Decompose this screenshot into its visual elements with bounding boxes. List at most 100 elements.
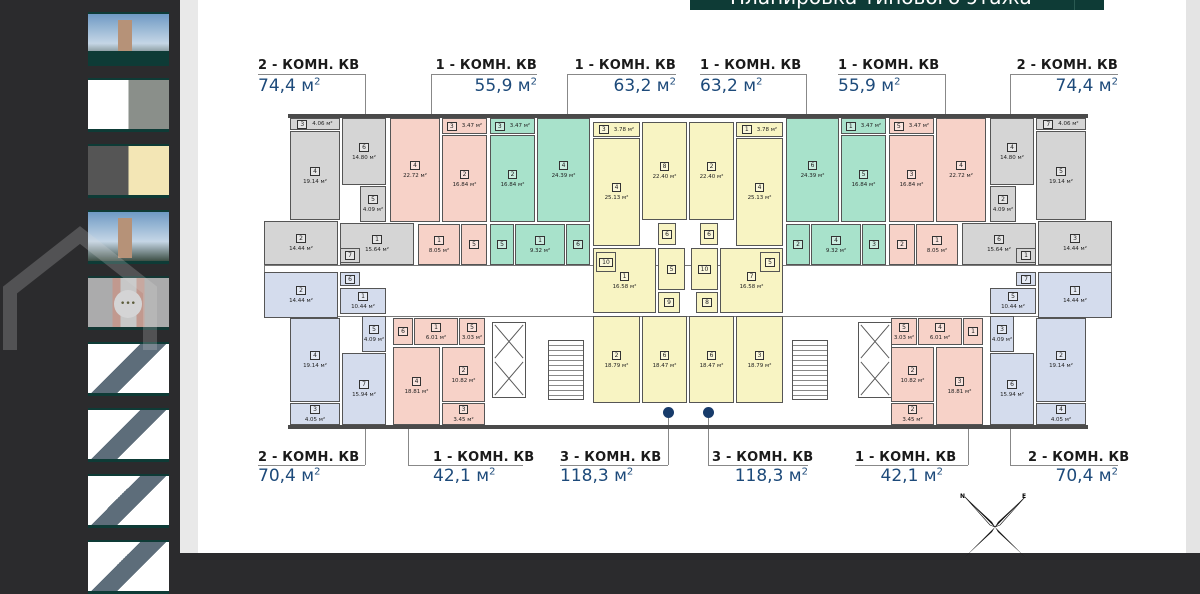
room-number: 5: [467, 322, 477, 332]
page-thumbnail[interactable]: [88, 210, 169, 264]
leader-line: [431, 74, 537, 75]
apartment-area-label: 118,3 м2: [560, 466, 633, 486]
corridor: [264, 265, 1112, 317]
room-number: 4: [831, 235, 841, 245]
apartment-area-label: 74,4 м2: [1010, 76, 1118, 96]
room-number: 7: [359, 380, 369, 389]
room-area: 3.47 м²: [509, 123, 531, 129]
staircase: [548, 340, 584, 400]
area-value: 63,2 м: [613, 76, 670, 96]
room: 7: [340, 248, 360, 263]
area-value: 74,4 м: [1055, 76, 1112, 96]
page-thumbnail[interactable]: [88, 144, 169, 198]
room: 1: [1016, 248, 1036, 263]
page-title-bar: Планировка типового этажа: [690, 0, 1104, 10]
page-thumbnail[interactable]: [88, 12, 169, 66]
room-number: 5: [893, 121, 904, 131]
room-number: 6: [706, 350, 717, 360]
room-area: 19.14 м²: [303, 178, 327, 185]
apartment-type-label: 1 - КОМН. КВ: [433, 450, 535, 465]
area-unit-sup: 2: [756, 76, 763, 88]
room-number: 8: [702, 298, 712, 307]
room-number: 2: [296, 286, 306, 295]
apartment-type-label: 2 - КОМН. КВ: [258, 58, 360, 73]
room-number: 7: [1021, 274, 1031, 284]
room-number: 7: [1043, 119, 1054, 129]
room-area: 4.06 м²: [1058, 121, 1079, 127]
room-number: 3: [1070, 234, 1080, 243]
page-thumbnail[interactable]: [88, 540, 169, 594]
room-number: 4: [558, 161, 569, 170]
room-number: 5: [666, 264, 677, 274]
room-number: 5: [368, 195, 378, 204]
leader-line: [1010, 418, 1011, 465]
room-number: 6: [398, 327, 408, 336]
room-number: 2: [458, 365, 469, 375]
leader-line: [365, 418, 366, 465]
room-number: 3: [494, 121, 505, 131]
room-area: 15.94 м²: [352, 392, 376, 398]
room-area: 18.47 м²: [652, 362, 677, 369]
apartment-marker-dot: [663, 407, 674, 418]
page-thumbnail[interactable]: [88, 78, 169, 132]
page-thumbnail[interactable]: [88, 474, 169, 528]
room-area: 10.44 м²: [351, 304, 375, 310]
room-number: 1: [619, 271, 630, 281]
room-area: 14.80 м²: [1000, 154, 1024, 161]
leader-line: [258, 74, 365, 75]
room-number: 3: [297, 119, 308, 129]
room-area: 18.47 м²: [699, 362, 724, 369]
room-area: 18.81 м²: [404, 389, 429, 395]
page-title: Планировка типового этажа: [730, 0, 1032, 9]
room-number: 4: [956, 161, 966, 170]
room-area: 4.09 м²: [362, 207, 384, 213]
leader-line: [567, 74, 676, 75]
room-number: 2: [611, 350, 622, 360]
elevator-shaft: [492, 322, 526, 398]
room-number: 1: [968, 327, 978, 336]
room-area: 10.82 м²: [900, 377, 925, 384]
scrollbar-track[interactable]: [1186, 0, 1200, 553]
area-value: 118,3 м: [734, 466, 802, 486]
room-number: 3: [906, 169, 917, 179]
room-area: 6.01 м²: [929, 334, 951, 341]
room: 6: [566, 224, 590, 265]
room-number: 4: [410, 161, 420, 170]
apartment-area-label: 118,3 м2: [712, 466, 808, 486]
room-number: 4: [611, 183, 622, 192]
room: 6 18.47 м²: [689, 316, 734, 403]
room-number: 1: [741, 125, 752, 134]
room-area: 22.40 м²: [699, 174, 724, 180]
room-number: 2: [507, 169, 518, 179]
thumbnail-options-overlay[interactable]: •••: [114, 290, 142, 318]
room-area: 14.80 м²: [352, 154, 376, 161]
page-gutter: [180, 0, 198, 553]
room-number: 5: [1056, 166, 1066, 176]
room-number: 4: [411, 377, 422, 386]
room: 6: [393, 318, 413, 345]
room-area: 22.40 м²: [652, 174, 677, 180]
leader-line: [1010, 465, 1118, 466]
page-thumbnail[interactable]: •••: [88, 276, 169, 330]
apartment-area-label: 55,9 м2: [838, 76, 900, 96]
logo-icon: [1074, 0, 1104, 10]
page-thumbnail[interactable]: [88, 408, 169, 462]
page-thumbnail[interactable]: [88, 342, 169, 396]
room: 5: [490, 224, 514, 265]
